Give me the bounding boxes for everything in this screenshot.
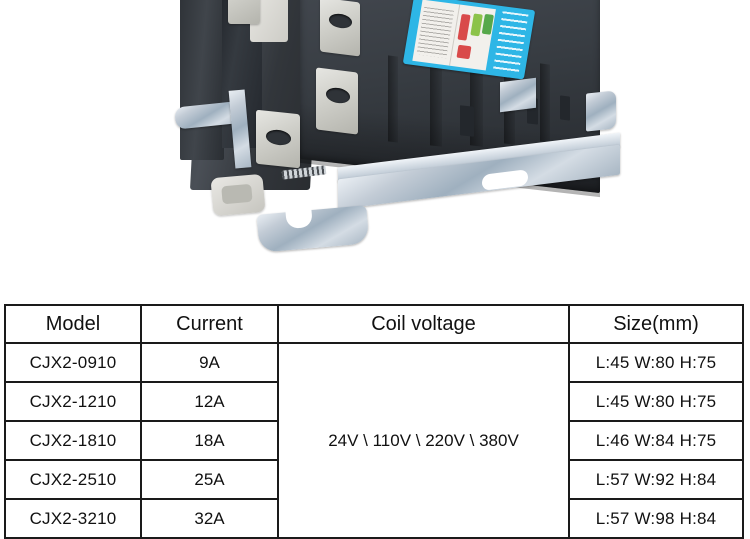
mounting-tab-right (500, 77, 536, 113)
cell-size: L:45 W:80 H:75 (568, 381, 744, 422)
cell-model: CJX2-3210 (4, 498, 142, 539)
cell-model: CJX2-0910 (4, 342, 142, 383)
cell-model: CJX2-1210 (4, 381, 142, 422)
recycle-icon (456, 44, 472, 60)
cell-size: L:45 W:80 H:75 (568, 342, 744, 383)
table-row: CJX2-1210 12A L:45 W:80 H:75 (4, 381, 744, 422)
cell-size: L:57 W:92 H:84 (568, 459, 744, 500)
specification-table-wrapper: Model Current Coil voltage Size(mm) CJX2… (4, 304, 744, 539)
cell-current: 32A (140, 498, 279, 539)
contactor-body-groove (540, 63, 550, 143)
cell-current: 12A (140, 381, 279, 422)
specification-table: Model Current Coil voltage Size(mm) CJX2… (4, 304, 744, 539)
table-row: CJX2-1810 18A L:46 W:84 H:75 (4, 420, 744, 461)
terminal-block (320, 0, 360, 57)
product-photo (0, 0, 750, 300)
table-header-row: Model Current Coil voltage Size(mm) (4, 304, 744, 344)
terminal-block (228, 0, 260, 24)
cell-size: L:46 W:84 H:75 (568, 420, 744, 461)
column-header-size: Size(mm) (568, 304, 744, 344)
product-photo-stage (0, 0, 750, 300)
table-row: CJX2-2510 25A L:57 W:92 H:84 (4, 459, 744, 500)
contactor-body-groove (388, 55, 398, 143)
column-header-model: Model (4, 304, 142, 344)
mounting-rail-end (586, 90, 616, 132)
mounting-bracket-center (256, 205, 370, 253)
contactor-vent-slot (460, 105, 474, 137)
cell-current: 25A (140, 459, 279, 500)
column-header-coil-voltage: Coil voltage (277, 304, 570, 344)
cell-current: 18A (140, 420, 279, 461)
cell-size: L:57 W:98 H:84 (568, 498, 744, 539)
contactor-vent-slot (560, 95, 570, 121)
cell-current: 9A (140, 342, 279, 383)
table-row: CJX2-0910 9A 24V \ 110V \ 220V \ 380V L:… (4, 342, 744, 539)
contactor-body-groove (430, 57, 442, 147)
cell-coil-voltage: 24V \ 110V \ 220V \ 380V (277, 342, 570, 539)
side-clip (210, 173, 266, 217)
contactor-rear-body-left (180, 0, 224, 160)
cell-model: CJX2-1810 (4, 420, 142, 461)
column-header-current: Current (140, 304, 279, 344)
cell-model: CJX2-2510 (4, 459, 142, 500)
